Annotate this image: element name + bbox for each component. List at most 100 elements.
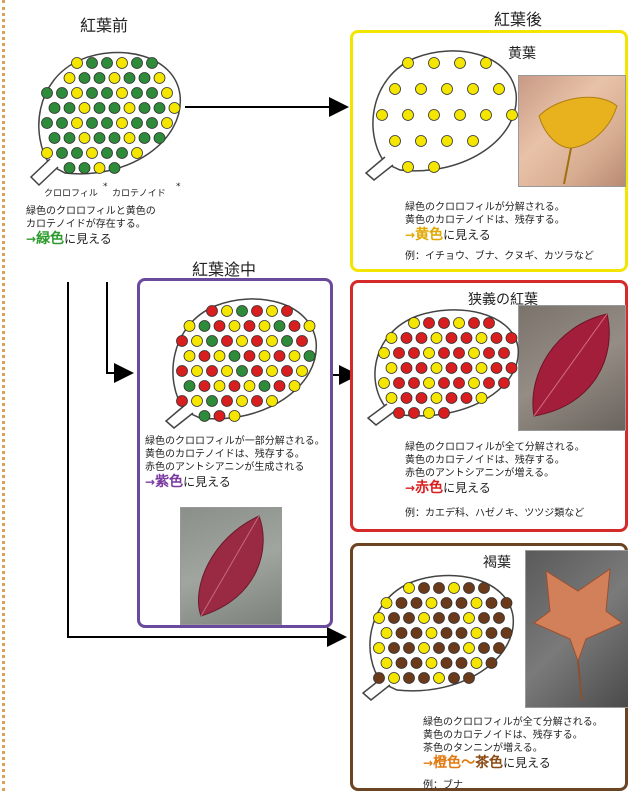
pigment-dot <box>94 163 105 174</box>
pigment-dot <box>455 58 466 69</box>
pigment-dot <box>386 363 397 374</box>
pigment-dot <box>87 58 98 69</box>
pigment-dot <box>252 396 263 407</box>
pigment-dot <box>461 333 472 344</box>
pigment-dot <box>506 333 517 344</box>
pigment-dot <box>109 103 120 114</box>
pigment-dot <box>501 598 512 609</box>
leaf-middle <box>160 293 325 428</box>
pigment-dot <box>297 336 308 347</box>
result-arrow: → <box>405 228 415 242</box>
pigment-dot <box>377 110 388 121</box>
result-color-purple: 紫色 <box>155 474 183 490</box>
pigment-dot <box>259 351 270 362</box>
pigment-dot <box>416 333 427 344</box>
pigment-dot <box>419 583 430 594</box>
pigment-dot <box>229 321 240 332</box>
pigment-dot <box>431 393 442 404</box>
pigment-dot <box>426 628 437 639</box>
pigment-dot <box>102 58 113 69</box>
pigment-dot <box>416 363 427 374</box>
result-suffix: に見える <box>64 232 112 246</box>
pigment-dot <box>289 321 300 332</box>
pigment-dot <box>441 658 452 669</box>
pigment-dot <box>404 643 415 654</box>
pigment-dot <box>214 381 225 392</box>
pigment-dot <box>481 110 492 121</box>
pigment-dot <box>484 318 495 329</box>
pigment-dot <box>267 366 278 377</box>
pigment-dot <box>469 378 480 389</box>
result-arrow: → <box>26 232 36 246</box>
pigment-dot <box>471 658 482 669</box>
yellow-description: 緑色のクロロフィルが分解される。 黄色のカロテノイドは、残存する。 →黄色に見え… <box>405 201 565 243</box>
result-color-red: 赤色 <box>415 480 443 496</box>
pigment-dot <box>442 136 453 147</box>
pigment-dot <box>381 658 392 669</box>
pigment-dot <box>117 148 128 159</box>
pigment-dot <box>389 643 400 654</box>
pigment-dot <box>139 133 150 144</box>
pigment-dot <box>454 378 465 389</box>
pigment-dot <box>449 643 460 654</box>
yellow-desc-line: 緑色のクロロフィルが分解される。 <box>405 201 565 214</box>
ginkgo-leaf-photo <box>518 75 626 187</box>
pigment-dot <box>426 658 437 669</box>
box-title: 褐葉 <box>483 552 511 572</box>
pigment-dot <box>494 643 505 654</box>
pigment-dot <box>499 348 510 359</box>
legend-chlorophyll: クロロフィル <box>44 186 98 199</box>
pigment-dot <box>102 88 113 99</box>
pigment-dot <box>484 378 495 389</box>
pigment-dot <box>441 628 452 639</box>
pigment-dot <box>464 583 475 594</box>
pigment-dot <box>381 598 392 609</box>
pigment-dot <box>72 58 83 69</box>
pigment-dot <box>411 628 422 639</box>
pigment-dot <box>401 363 412 374</box>
pigment-dot <box>154 133 165 144</box>
pigment-dot <box>481 58 492 69</box>
pigment-dot <box>455 110 466 121</box>
pigment-dot <box>479 643 490 654</box>
legend-asterisk-2: * <box>176 182 181 192</box>
pigment-dot <box>454 348 465 359</box>
pigment-dot <box>132 118 143 129</box>
pigment-dot <box>464 613 475 624</box>
pigment-dot <box>102 148 113 159</box>
pigment-dot <box>439 318 450 329</box>
pigment-dot <box>304 321 315 332</box>
pigment-dot <box>154 103 165 114</box>
pigment-dot <box>192 336 203 347</box>
pigment-dot <box>389 673 400 684</box>
pigment-dot <box>484 348 495 359</box>
pigment-dot <box>72 118 83 129</box>
pigment-dot <box>237 306 248 317</box>
pigment-dot <box>192 366 203 377</box>
red-desc-line: 黄色のカロテノイドは、残存する。 <box>405 454 585 467</box>
pigment-dot <box>419 643 430 654</box>
pigment-dot <box>49 103 60 114</box>
pigment-dot <box>379 348 390 359</box>
pigment-dot <box>424 378 435 389</box>
pigment-dot <box>64 133 75 144</box>
pigment-dot <box>244 381 255 392</box>
pigment-dot <box>42 88 53 99</box>
pigment-dot <box>429 110 440 121</box>
pigment-dot <box>147 58 158 69</box>
pigment-dot <box>394 348 405 359</box>
pigment-dot <box>434 643 445 654</box>
pigment-dot <box>79 73 90 84</box>
result-suffix: に見える <box>183 475 231 489</box>
pigment-dot <box>87 148 98 159</box>
pigment-dot <box>139 73 150 84</box>
pigment-dot <box>64 103 75 114</box>
pigment-dot <box>184 381 195 392</box>
pigment-dot <box>282 366 293 377</box>
pigment-dot <box>237 336 248 347</box>
pigment-dot <box>42 148 53 159</box>
pigment-dot <box>394 408 405 419</box>
middle-description: 緑色のクロロフィルが一部分解される。 黄色のカロテノイドは、残存する。 赤色のア… <box>145 435 325 490</box>
brown-desc-line: 茶色のタンニンが増える。 <box>423 742 603 755</box>
pigment-dot <box>403 58 414 69</box>
